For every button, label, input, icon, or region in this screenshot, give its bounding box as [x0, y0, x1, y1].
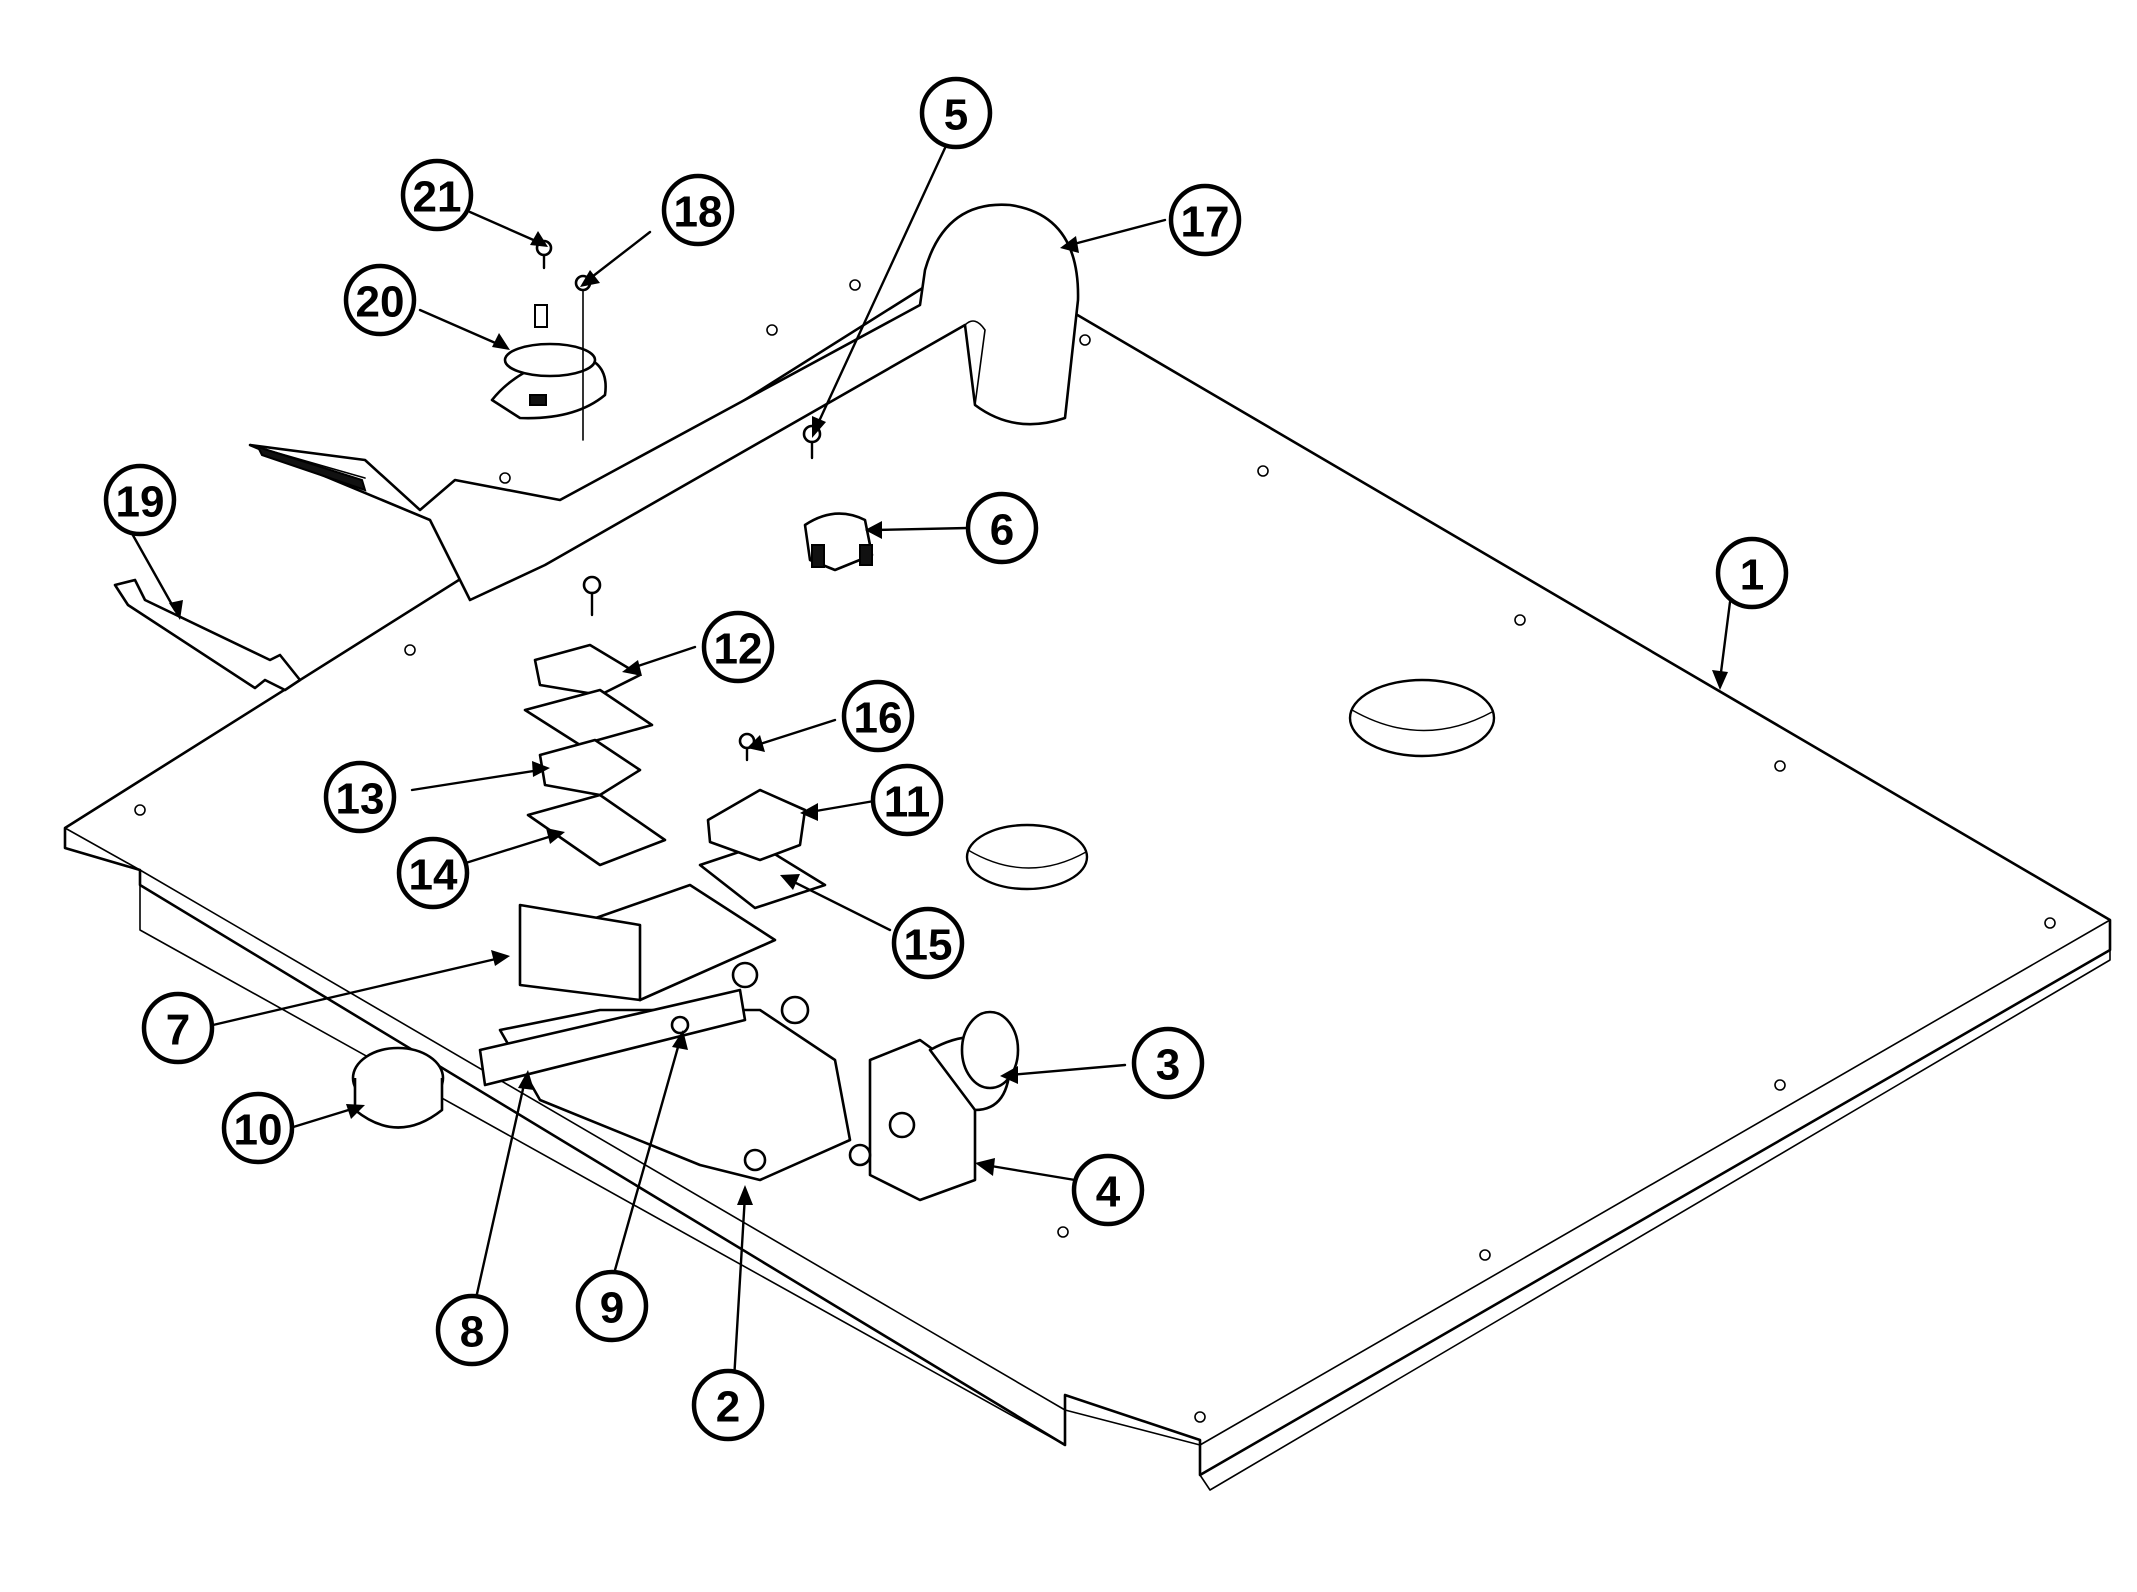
callout-19: 19 — [103, 463, 177, 537]
callout-label-10: 10 — [234, 1106, 283, 1155]
callout-label-20: 20 — [356, 278, 405, 327]
callout-14: 14 — [396, 836, 470, 910]
cover-plate — [518, 883, 777, 1002]
leader-arrowheads — [169, 231, 1728, 1205]
callout-label-15: 15 — [904, 921, 953, 970]
callout-20: 20 — [343, 263, 417, 337]
callout-label-2: 2 — [716, 1383, 740, 1432]
callout-16: 16 — [841, 679, 915, 753]
callout-5: 5 — [919, 76, 993, 150]
callout-10: 10 — [221, 1091, 295, 1165]
callout-label-9: 9 — [600, 1284, 624, 1333]
door-switch — [698, 788, 827, 910]
callout-17: 17 — [1168, 183, 1242, 257]
callout-15: 15 — [891, 906, 965, 980]
callout-1: 1 — [1715, 536, 1789, 610]
callout-label-5: 5 — [944, 91, 968, 140]
callout-label-4: 4 — [1096, 1168, 1121, 1217]
callout-6: 6 — [965, 491, 1039, 565]
callout-12: 12 — [701, 610, 775, 684]
callout-8: 8 — [435, 1293, 509, 1367]
callout-label-8: 8 — [460, 1308, 484, 1357]
callout-11: 11 — [870, 763, 944, 837]
callout-2: 2 — [691, 1368, 765, 1442]
callout-label-21: 21 — [413, 173, 462, 222]
callout-label-12: 12 — [714, 625, 763, 674]
pressure-switch — [848, 1010, 1020, 1202]
thermostat — [490, 304, 607, 420]
switch-stack — [523, 643, 667, 867]
bracket — [113, 578, 302, 692]
limit-switch — [803, 512, 874, 572]
callout-label-11: 11 — [884, 778, 931, 827]
callout-4: 4 — [1071, 1153, 1145, 1227]
callout-7: 7 — [141, 991, 215, 1065]
callout-label-16: 16 — [854, 694, 903, 743]
callout-label-13: 13 — [336, 775, 385, 824]
callout-label-18: 18 — [674, 188, 723, 237]
callout-13: 13 — [323, 760, 397, 834]
callout-21: 21 — [400, 158, 474, 232]
callout-label-6: 6 — [990, 506, 1014, 555]
callout-label-1: 1 — [1740, 551, 1764, 600]
callout-label-19: 19 — [116, 478, 165, 527]
lever-assembly — [351, 961, 852, 1182]
callout-label-14: 14 — [409, 851, 458, 900]
callout-9: 9 — [575, 1269, 649, 1343]
callout-label-7: 7 — [166, 1006, 190, 1055]
callout-label-17: 17 — [1181, 198, 1230, 247]
callout-3: 3 — [1131, 1026, 1205, 1100]
duct-tube — [248, 203, 1080, 602]
base-plate — [63, 253, 2112, 1491]
callout-18: 18 — [661, 173, 735, 247]
callout-label-3: 3 — [1156, 1041, 1180, 1090]
